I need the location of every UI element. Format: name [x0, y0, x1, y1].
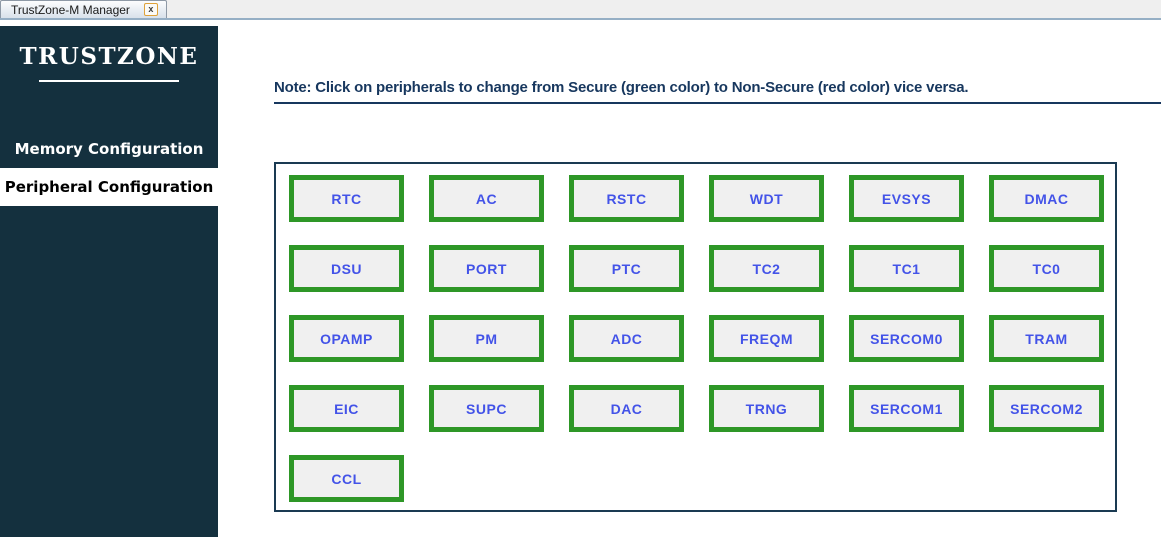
- peripheral-button-port[interactable]: PORT: [429, 245, 544, 292]
- logo-underline: [39, 80, 179, 82]
- peripheral-button-tc1[interactable]: TC1: [849, 245, 964, 292]
- trustzone-logo: TRUSTZONE: [19, 43, 199, 70]
- peripheral-button-sercom1[interactable]: SERCOM1: [849, 385, 964, 432]
- peripheral-button-pm[interactable]: PM: [429, 315, 544, 362]
- peripheral-button-adc[interactable]: ADC: [569, 315, 684, 362]
- main-layout: TRUSTZONE Memory Configuration Periphera…: [0, 26, 1161, 537]
- peripheral-button-evsys[interactable]: EVSYS: [849, 175, 964, 222]
- peripheral-button-tc0[interactable]: TC0: [989, 245, 1104, 292]
- peripheral-button-sercom0[interactable]: SERCOM0: [849, 315, 964, 362]
- tab-title: TrustZone-M Manager: [11, 2, 130, 17]
- note-text: Note: Click on peripherals to change fro…: [274, 79, 1161, 104]
- peripheral-button-freqm[interactable]: FREQM: [709, 315, 824, 362]
- sidebar-item-memory-configuration[interactable]: Memory Configuration: [14, 140, 204, 158]
- peripheral-button-sercom2[interactable]: SERCOM2: [989, 385, 1104, 432]
- peripheral-button-rtc[interactable]: RTC: [289, 175, 404, 222]
- peripheral-button-dmac[interactable]: DMAC: [989, 175, 1104, 222]
- tab-trustzone-manager[interactable]: TrustZone-M Manager x: [0, 0, 167, 18]
- peripheral-button-tc2[interactable]: TC2: [709, 245, 824, 292]
- peripheral-button-trng[interactable]: TRNG: [709, 385, 824, 432]
- sidebar-item-peripheral-configuration[interactable]: Peripheral Configuration: [0, 168, 218, 206]
- content-area: Note: Click on peripherals to change fro…: [218, 26, 1161, 537]
- peripheral-button-tram[interactable]: TRAM: [989, 315, 1104, 362]
- peripheral-button-eic[interactable]: EIC: [289, 385, 404, 432]
- peripheral-button-rstc[interactable]: RSTC: [569, 175, 684, 222]
- peripheral-button-supc[interactable]: SUPC: [429, 385, 544, 432]
- peripheral-panel: RTC AC RSTC WDT EVSYS DMAC DSU PORT PTC TC2 TC1 TC0…: [274, 162, 1117, 512]
- peripheral-button-ptc[interactable]: PTC: [569, 245, 684, 292]
- peripheral-button-dac[interactable]: DAC: [569, 385, 684, 432]
- peripheral-button-opamp[interactable]: OPAMP: [289, 315, 404, 362]
- tab-close-icon[interactable]: x: [143, 3, 158, 16]
- peripheral-button-dsu[interactable]: DSU: [289, 245, 404, 292]
- peripheral-button-ac[interactable]: AC: [429, 175, 544, 222]
- sidebar-nav: Memory Configuration Peripheral Configur…: [0, 130, 218, 206]
- peripheral-button-wdt[interactable]: WDT: [709, 175, 824, 222]
- peripheral-button-ccl[interactable]: CCL: [289, 455, 404, 502]
- sidebar: TRUSTZONE Memory Configuration Periphera…: [0, 26, 218, 537]
- tab-content-divider: [0, 20, 1161, 26]
- tab-bar: TrustZone-M Manager x: [0, 0, 1161, 20]
- peripheral-grid: RTC AC RSTC WDT EVSYS DMAC DSU PORT PTC TC2 TC1 TC0…: [276, 164, 1115, 513]
